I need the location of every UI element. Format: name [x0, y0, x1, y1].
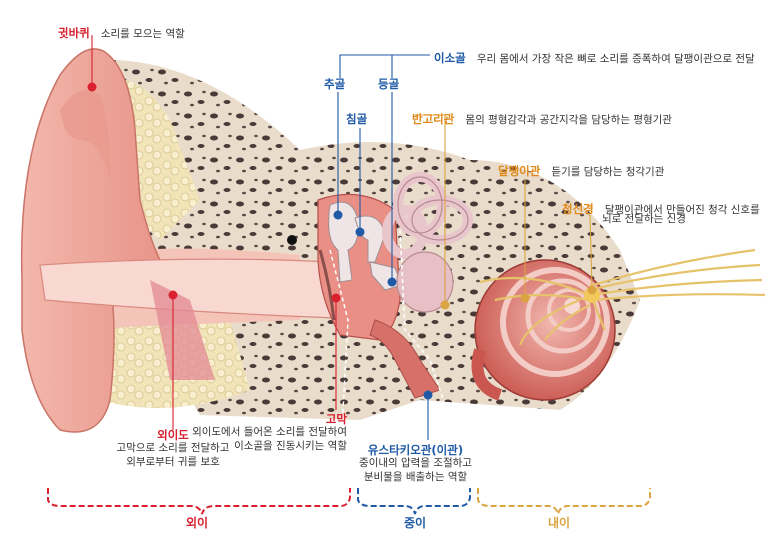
region-outer-ear: 외이 — [186, 516, 209, 530]
red-leader-lines — [91, 35, 337, 430]
pinna-desc: 소리를 모으는 역할 — [100, 28, 185, 40]
vestibule — [396, 251, 454, 313]
eustachian-desc-line1: 중이내의 압력을 조절하고 — [359, 457, 472, 470]
ear-canal-label: 외이도 고막으로 소리를 전달하고 외부로부터 귀를 보호 — [48, 428, 298, 469]
ossicles-desc: 우리 몸에서 가장 작은 뼈로 소리를 증폭하여 달팽이관으로 전달 — [476, 53, 755, 65]
pinna-shape — [20, 48, 162, 433]
eustachian-label: 유스타키오관(이관) 중이내의 압력을 조절하고 분비물을 배출하는 역할 — [348, 443, 483, 484]
pinna-helix — [60, 90, 111, 180]
nerve-desc-line1: 달팽이관에서 만들어진 청각 신호를 — [604, 204, 760, 216]
eardrum-label: 고막 외이도에서 들어온 소리를 전달하여 이소골을 진동시키는 역할 — [192, 412, 347, 453]
nerve-title: 청신경 — [562, 202, 594, 216]
eardrum-shape — [318, 249, 336, 321]
canals-label: 반고리관 몸의 평형감각과 공간지각을 담당하는 평형기관 — [412, 108, 672, 128]
ear-canal-desc-line2: 외부로부터 귀를 보호 — [126, 455, 220, 468]
cochlea-desc: 듣기를 담당하는 청각기관 — [551, 166, 665, 178]
ear-canal-desc-line1: 고막으로 소리를 전달하고 — [116, 442, 230, 455]
cochlea-title: 달팽이관 — [498, 164, 541, 178]
blue-leader-lines — [337, 54, 430, 440]
cochlea-shape — [471, 259, 616, 401]
canals-title: 반고리관 — [412, 112, 455, 126]
boundary-middle-inner — [399, 229, 471, 481]
eustachian-tube-shape — [369, 319, 441, 399]
inner-ear-bracket — [477, 488, 651, 515]
cochlea-label: 달팽이관 듣기를 담당하는 청각기관 — [498, 160, 664, 180]
stapes-title: 등골 — [378, 77, 400, 91]
malleus-bone — [328, 201, 359, 283]
marker-dots — [87, 82, 597, 400]
boundary-outer-middle — [329, 249, 351, 481]
ossicles-title: 이소골 — [434, 51, 466, 65]
ear-canal-title: 외이도 — [157, 428, 189, 442]
pinna-title: 귓바퀴 — [58, 26, 90, 40]
eardrum-title: 고막 — [325, 412, 347, 426]
ossicles-label: 이소골 우리 몸에서 가장 작은 뼈로 소리를 증폭하여 달팽이관으로 전달 — [434, 47, 755, 67]
pinna-label: 귓바퀴 소리를 모으는 역할 — [58, 22, 185, 42]
nerve-label: 청신경 달팽이관에서 만들어진 청각 신호를 — [562, 198, 760, 218]
auditory-nerve-fibers — [479, 248, 766, 346]
eardrum-desc-line1: 외이도에서 들어온 소리를 전달하여 — [192, 426, 347, 439]
outer-ear-bracket — [47, 488, 351, 515]
eardrum-desc-line2: 이소골을 진동시키는 역할 — [234, 439, 347, 452]
orange-leader-lines — [415, 114, 593, 305]
malleus-title: 추골 — [324, 77, 346, 91]
eustachian-desc-line2: 분비물을 배출하는 역할 — [363, 470, 468, 483]
eustachian-title: 유스타키오관(이관) — [367, 443, 464, 457]
ear-canal-lining — [150, 280, 215, 380]
incus-title: 침골 — [346, 112, 368, 126]
region-inner-ear: 내이 — [548, 516, 571, 530]
region-middle-ear: 중이 — [404, 516, 427, 530]
nerve-desc-line2: 뇌로 전달하는 신경 — [602, 213, 686, 225]
middle-ear-bracket — [357, 488, 471, 515]
canals-desc: 몸의 평형감각과 공간지각을 담당하는 평형기관 — [465, 114, 672, 126]
